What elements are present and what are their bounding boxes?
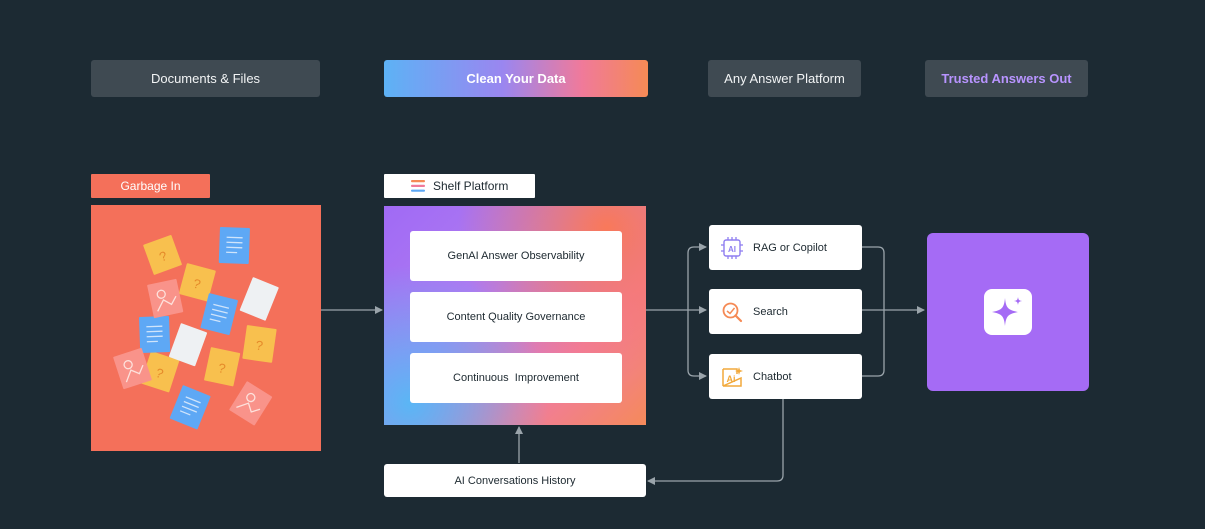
garbage-panel: ? ? ? ? ?	[91, 205, 321, 451]
history-label: AI Conversations History	[454, 474, 576, 487]
shelf-item-governance: Content Quality Governance	[410, 292, 622, 342]
shelf-item-label: Continuous Improvement	[453, 372, 579, 384]
ai-chip-icon: AI	[721, 236, 743, 259]
shelf-platform-panel: GenAI Answer Observability Content Quali…	[384, 206, 646, 425]
header-answer-platform: Any Answer Platform	[708, 60, 861, 97]
shelf-logo-icon	[411, 180, 425, 192]
note-icon: ?	[140, 351, 180, 393]
note-icon: ?	[143, 235, 182, 275]
ai-chat-icon: Ai	[721, 366, 743, 388]
answer-chatbot: Ai Chatbot	[709, 354, 862, 399]
shelf-platform-tag: Shelf Platform	[384, 174, 535, 198]
shelf-item-observability: GenAI Answer Observability	[410, 231, 622, 281]
answer-search: Search	[709, 289, 862, 334]
document-icon	[169, 385, 211, 430]
header-trusted-answers: Trusted Answers Out	[925, 60, 1088, 97]
image-document-icon	[229, 381, 273, 426]
note-question-mark: ?	[157, 248, 169, 265]
document-icon	[218, 227, 250, 264]
header-documents-label: Documents & Files	[150, 71, 261, 86]
sparkle-icon	[984, 289, 1032, 335]
shelf-to-chatbot-arrow	[687, 310, 707, 380]
note-question-mark: ?	[154, 365, 166, 382]
garbage-in-label: Garbage In	[120, 179, 181, 193]
shelf-to-rag-arrow	[687, 243, 707, 310]
svg-text:Ai: Ai	[727, 374, 736, 384]
answer-rag-copilot: AI RAG or Copilot	[709, 225, 862, 270]
document-icon	[200, 293, 238, 335]
garbage-in-tag: Garbage In	[91, 174, 210, 198]
answer-label: Search	[753, 305, 788, 318]
image-document-icon	[147, 278, 184, 319]
note-question-mark: ?	[255, 337, 264, 353]
blank-document-icon	[168, 323, 208, 367]
answer-label: Chatbot	[753, 370, 792, 383]
header-platform-label: Any Answer Platform	[724, 71, 845, 86]
document-icon	[139, 315, 171, 353]
header-documents: Documents & Files	[91, 60, 320, 97]
note-icon: ?	[204, 347, 241, 387]
header-trusted-label: Trusted Answers Out	[941, 71, 1072, 86]
search-icon	[721, 301, 743, 323]
shelf-item-label: Content Quality Governance	[446, 311, 586, 323]
header-clean-label: Clean Your Data	[466, 71, 566, 86]
ai-conversations-history-box: AI Conversations History	[384, 464, 646, 497]
scattered-documents: ? ? ? ? ?	[113, 227, 279, 430]
header-clean-your-data: Clean Your Data	[384, 60, 648, 97]
blank-document-icon	[239, 277, 279, 321]
note-icon: ?	[178, 263, 216, 302]
answers-merge-line	[862, 246, 885, 377]
shelf-item-label: GenAI Answer Observability	[447, 250, 585, 262]
shelf-platform-label: Shelf Platform	[433, 179, 509, 193]
note-question-mark: ?	[217, 360, 227, 376]
trusted-answers-panel	[927, 233, 1089, 391]
note-icon: ?	[242, 325, 277, 363]
shelf-item-improvement: Continuous Improvement	[410, 353, 622, 403]
image-document-icon	[113, 347, 152, 390]
chatbot-to-history-arrow	[647, 399, 784, 485]
note-question-mark: ?	[192, 276, 203, 292]
answer-label: RAG or Copilot	[753, 241, 827, 254]
svg-text:AI: AI	[728, 245, 736, 254]
